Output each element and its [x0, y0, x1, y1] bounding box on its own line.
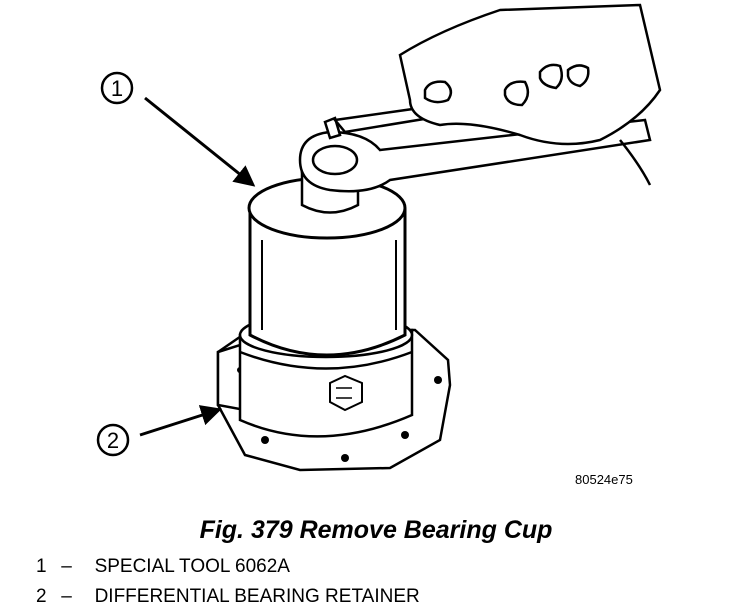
legend-dash: – — [61, 556, 72, 577]
legend-number: 1 — [36, 556, 47, 577]
callout-1: 1 — [100, 71, 256, 187]
legend-item: 2 – DIFFERENTIAL BEARING RETAINER — [36, 586, 420, 608]
technician-hand — [398, 3, 662, 186]
hex-nut — [329, 374, 363, 412]
legend-number: 2 — [36, 586, 47, 607]
legend-dash: – — [61, 586, 72, 607]
bearing-cup-removal-illustration: 1 2 — [96, 3, 662, 472]
legend-text: DIFFERENTIAL BEARING RETAINER — [94, 586, 420, 607]
callout-2-label: 2 — [107, 428, 119, 453]
callout-2: 2 — [96, 405, 222, 457]
legend-item: 1 – SPECIAL TOOL 6062A — [36, 556, 290, 578]
callout-1-label: 1 — [111, 76, 123, 101]
legend-text: SPECIAL TOOL 6062A — [94, 556, 290, 577]
illustration-code: 80524e75 — [575, 472, 633, 487]
figure-caption: Fig. 379 Remove Bearing Cup — [199, 516, 553, 544]
